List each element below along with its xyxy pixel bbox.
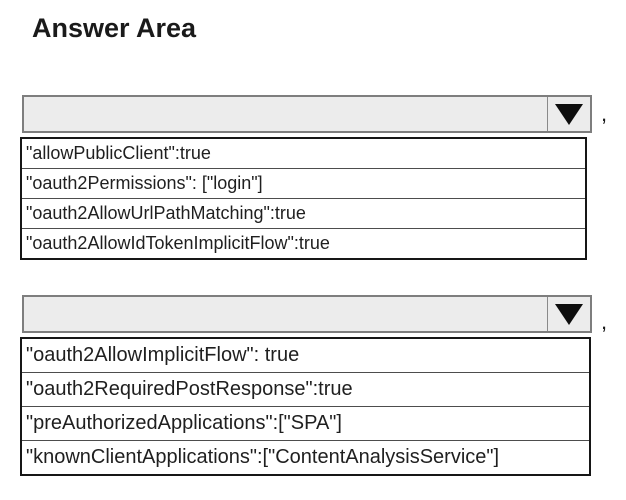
dropdown-2-caret-button[interactable] xyxy=(547,297,590,331)
option-row[interactable]: "allowPublicClient":true xyxy=(22,139,585,168)
option-row[interactable]: "oauth2RequiredPostResponse":true xyxy=(22,372,589,406)
trailing-comma: , xyxy=(601,309,608,334)
dropdown-1-value xyxy=(30,97,540,131)
options-list-2: "oauth2AllowImplicitFlow": true "oauth2R… xyxy=(20,337,591,476)
option-row[interactable]: "oauth2Permissions": ["login"] xyxy=(22,168,585,198)
trailing-comma: , xyxy=(601,101,608,126)
option-row[interactable]: "knownClientApplications":["ContentAnaly… xyxy=(22,440,589,474)
dropdown-2-value xyxy=(30,297,540,331)
dropdown-2[interactable] xyxy=(22,295,592,333)
option-row[interactable]: "preAuthorizedApplications":["SPA"] xyxy=(22,406,589,440)
chevron-down-icon xyxy=(555,303,583,325)
dropdown-1[interactable] xyxy=(22,95,592,133)
page-title: Answer Area xyxy=(32,13,197,43)
dropdown-1-caret-button[interactable] xyxy=(547,97,590,131)
chevron-down-icon xyxy=(555,103,583,125)
option-row[interactable]: "oauth2AllowIdTokenImplicitFlow":true xyxy=(22,228,585,258)
options-list-1: "allowPublicClient":true "oauth2Permissi… xyxy=(20,137,587,260)
option-row[interactable]: "oauth2AllowImplicitFlow": true xyxy=(22,339,589,372)
option-row[interactable]: "oauth2AllowUrlPathMatching":true xyxy=(22,198,585,228)
